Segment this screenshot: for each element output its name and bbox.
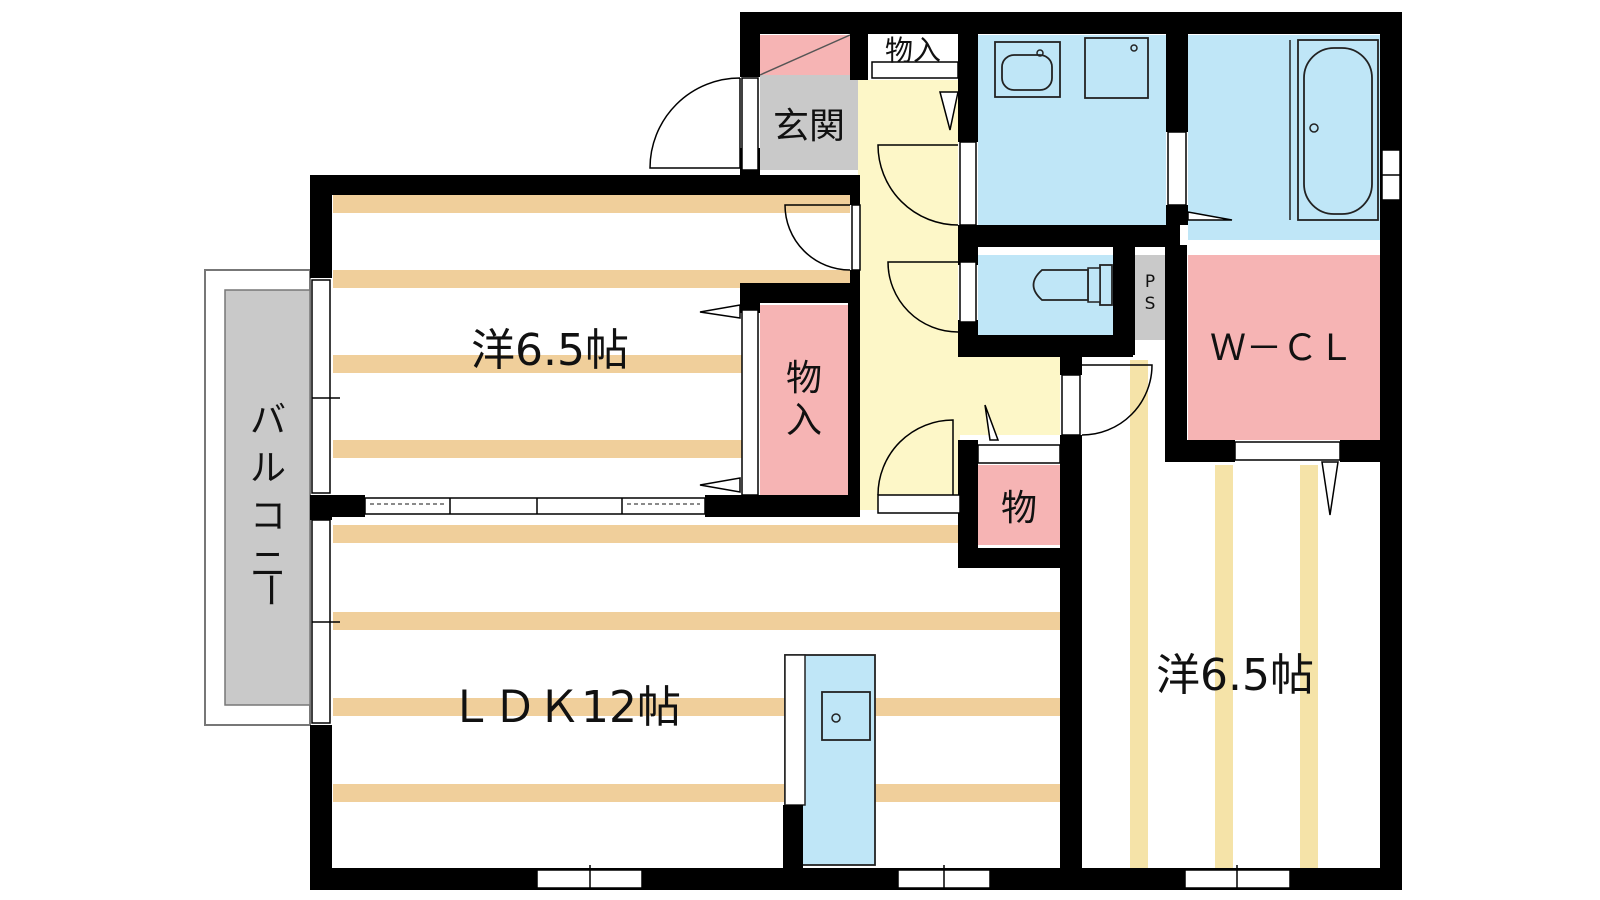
doors (649, 77, 1187, 514)
balcony-floor (224, 289, 311, 706)
window-ticks (312, 174, 1400, 890)
ldk-floor (333, 518, 1060, 868)
balcony-label-char: ー (249, 572, 290, 608)
balcony-label-char: ニ (250, 544, 286, 585)
toilet-icon (1032, 264, 1113, 306)
hallway-floor (858, 80, 1060, 510)
room-label-closet-1: 物 (786, 358, 822, 399)
pipe-space-floor (1135, 255, 1165, 340)
balcony-label-char: バ (250, 400, 286, 441)
entrance-floor (760, 75, 858, 170)
balcony-label-char: コ (250, 496, 286, 537)
balcony-label-char: ル (250, 448, 286, 489)
walk-in-closet-floor (1188, 255, 1380, 440)
balcony-label: バ ル コ ニ ー (249, 400, 290, 608)
room-label-entrance: 玄関 (773, 106, 845, 147)
bathtub-icon (1289, 39, 1379, 221)
room-label-storage-top: 物入 (885, 34, 941, 67)
washing-machine-pan-icon (1084, 37, 1149, 99)
door-wedges (699, 91, 1339, 516)
room-label-western-1: 洋6.5帖 (471, 325, 629, 376)
pipe-space-label-s: S (1145, 294, 1156, 314)
room-label-closet-2: 入 (786, 400, 822, 441)
pipe-space-label-p: P (1145, 272, 1155, 292)
room-label-ldk: ＬＤＫ12帖 (449, 682, 681, 733)
kitchen-sink-icon (784, 654, 876, 866)
room-label-small-storage: 物 (1001, 488, 1037, 529)
closet-floor (760, 305, 848, 495)
washbasin-icon (994, 41, 1061, 98)
sliding-doors-room1 (364, 497, 706, 515)
room-label-walk-in-closet: Ｗ－ＣＬ (1210, 328, 1354, 369)
small-storage-floor (978, 465, 1060, 545)
room-label-western-2: 洋6.5帖 (1156, 650, 1314, 701)
